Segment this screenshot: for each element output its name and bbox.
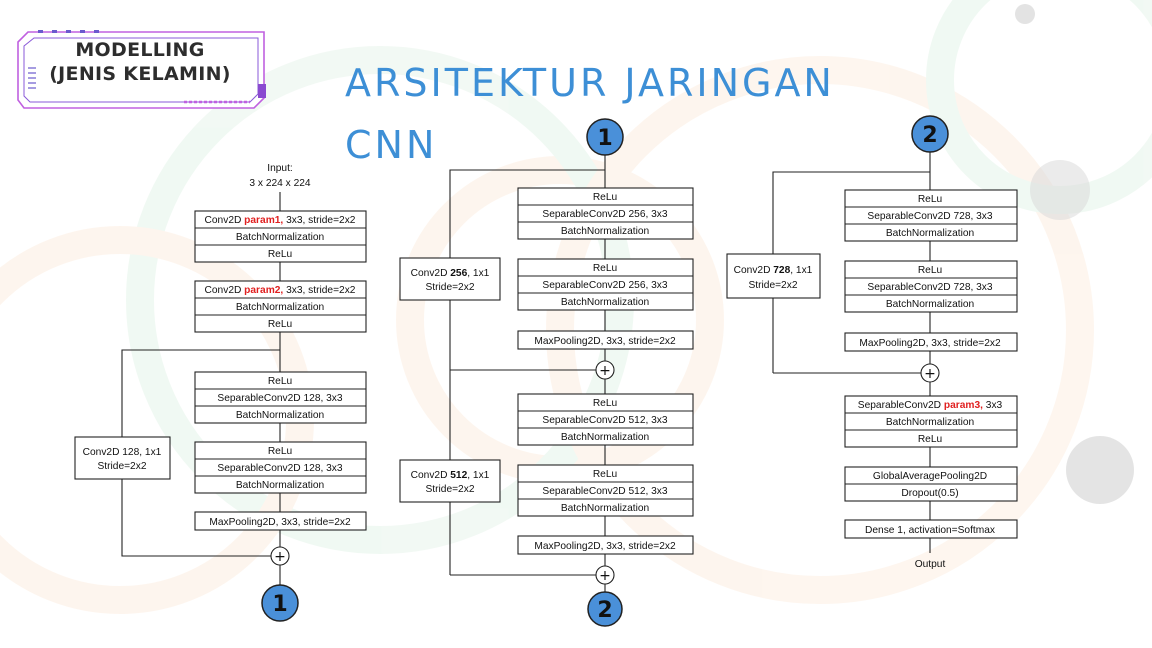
connector-1-in: 1	[586, 118, 624, 156]
maxpool-block: MaxPooling2D, 3x3, stride=2x2	[194, 511, 367, 531]
input-label: Input:	[267, 163, 293, 174]
column-2: 1 Conv2D 256, 1x1 Stride=2x2 ReLu Separa…	[399, 118, 694, 627]
shortcut-stride-label: Stride=2x2	[98, 461, 147, 472]
plus-icon: +	[924, 366, 936, 382]
bn-label: BatchNormalization	[561, 226, 649, 237]
connector-label: 2	[922, 123, 937, 148]
conv1-label: Conv2D param1, 3x3, stride=2x2	[205, 215, 356, 226]
section-badge	[17, 30, 266, 109]
relu-label: ReLu	[918, 265, 942, 276]
connector-1-out: 1	[261, 584, 299, 622]
relu-label: ReLu	[268, 446, 292, 457]
sepconv-block-2: ReLu SeparableConv2D 128, 3x3 BatchNorma…	[194, 441, 367, 494]
bn-label: BatchNormalization	[886, 299, 974, 310]
bn-label: BatchNormalization	[236, 232, 324, 243]
shortcut-conv-label: Conv2D 512, 1x1	[411, 470, 490, 481]
title-line1: ARSITEKTUR JARINGAN	[345, 61, 835, 105]
connector-2-in: 2	[911, 115, 949, 153]
bn-label: BatchNormalization	[236, 302, 324, 313]
input-shape: 3 x 224 x 224	[249, 178, 311, 189]
dense-block: Dense 1, activation=Softmax	[844, 519, 1018, 539]
pooling-dropout-block: GlobalAveragePooling2D Dropout(0.5)	[844, 466, 1018, 502]
shortcut-conv-box: Conv2D 728, 1x1 Stride=2x2	[726, 253, 821, 299]
badge-line1: MODELLING	[75, 39, 205, 61]
bn-label: BatchNormalization	[561, 297, 649, 308]
relu-label: ReLu	[918, 194, 942, 205]
connector-label: 1	[272, 592, 287, 617]
sepconv-label: SeparableConv2D 728, 3x3	[867, 282, 992, 293]
connector-label: 2	[597, 598, 612, 623]
maxpool-label: MaxPooling2D, 3x3, stride=2x2	[534, 541, 676, 552]
maxpool-block: MaxPooling2D, 3x3, stride=2x2	[844, 332, 1018, 352]
sepconv-label: SeparableConv2D 728, 3x3	[867, 211, 992, 222]
maxpool-block-2: MaxPooling2D, 3x3, stride=2x2	[517, 535, 694, 555]
bn-label: BatchNormalization	[886, 228, 974, 239]
conv-block-1: Conv2D param1, 3x3, stride=2x2 BatchNorm…	[194, 210, 367, 263]
maxpool-label: MaxPooling2D, 3x3, stride=2x2	[534, 336, 676, 347]
sepconv-label: SeparableConv2D 512, 3x3	[542, 415, 667, 426]
relu-label: ReLu	[918, 434, 942, 445]
shortcut-conv-label: Conv2D 728, 1x1	[734, 265, 813, 276]
badge-line2: (JENIS KELAMIN)	[49, 63, 231, 85]
sepconv-block-1: ReLu SeparableConv2D 128, 3x3 BatchNorma…	[194, 371, 367, 424]
gap-label: GlobalAveragePooling2D	[873, 471, 987, 482]
shortcut-stride-label: Stride=2x2	[749, 280, 798, 291]
maxpool-block-1: MaxPooling2D, 3x3, stride=2x2	[517, 330, 694, 350]
page-title: ARSITEKTUR JARINGAN CNN	[345, 52, 835, 176]
relu-label: ReLu	[593, 469, 617, 480]
shortcut-conv-label: Conv2D 128, 1x1	[83, 447, 162, 458]
shortcut-conv-label: Conv2D 256, 1x1	[411, 268, 490, 279]
connector-2-out: 2	[587, 591, 623, 627]
sepconv-label: SeparableConv2D 256, 3x3	[542, 209, 667, 220]
column-1: Input: 3 x 224 x 224 Conv2D param1, 3x3,…	[74, 163, 367, 622]
badge-title: MODELLING (JENIS KELAMIN)	[40, 38, 240, 86]
sepconv-label: SeparableConv2D 512, 3x3	[542, 486, 667, 497]
column-3: 2 Conv2D 728, 1x1 Stride=2x2 ReLu Separa…	[726, 115, 1018, 570]
sepconv-block-728-b: ReLu SeparableConv2D 728, 3x3 BatchNorma…	[844, 260, 1018, 313]
relu-label: ReLu	[268, 249, 292, 260]
title-line2: CNN	[345, 123, 438, 167]
connector-label: 1	[597, 126, 612, 151]
sepconv-block-256-a: ReLu SeparableConv2D 256, 3x3 BatchNorma…	[517, 187, 694, 240]
conv2-label: Conv2D param2, 3x3, stride=2x2	[205, 285, 356, 296]
add-node-1: +	[595, 360, 615, 380]
maxpool-label: MaxPooling2D, 3x3, stride=2x2	[209, 517, 351, 528]
shortcut-stride-label: Stride=2x2	[426, 484, 475, 495]
relu-label: ReLu	[268, 319, 292, 330]
relu-label: ReLu	[593, 263, 617, 274]
bn-label: BatchNormalization	[561, 503, 649, 514]
sepconv-param3-block: SeparableConv2D param3, 3x3 BatchNormali…	[844, 395, 1018, 448]
conv-block-2: Conv2D param2, 3x3, stride=2x2 BatchNorm…	[194, 280, 367, 333]
dropout-label: Dropout(0.5)	[901, 488, 958, 499]
bn-label: BatchNormalization	[886, 417, 974, 428]
shortcut-stride-label: Stride=2x2	[426, 282, 475, 293]
sepconv-label: SeparableConv2D 128, 3x3	[217, 393, 342, 404]
shortcut-conv-box-2: Conv2D 512, 1x1 Stride=2x2	[399, 459, 501, 503]
relu-label: ReLu	[593, 192, 617, 203]
sepconv-label: SeparableConv2D 128, 3x3	[217, 463, 342, 474]
add-node: +	[920, 363, 940, 383]
plus-icon: +	[599, 568, 611, 584]
sepconv-block-256-b: ReLu SeparableConv2D 256, 3x3 BatchNorma…	[517, 258, 694, 311]
plus-icon: +	[599, 363, 611, 379]
relu-label: ReLu	[268, 376, 292, 387]
sepconv-block-728-a: ReLu SeparableConv2D 728, 3x3 BatchNorma…	[844, 189, 1018, 242]
bn-label: BatchNormalization	[236, 480, 324, 491]
output-label: Output	[915, 559, 946, 570]
sepconv-label: SeparableConv2D 256, 3x3	[542, 280, 667, 291]
maxpool-label: MaxPooling2D, 3x3, stride=2x2	[859, 338, 1001, 349]
dense-label: Dense 1, activation=Softmax	[865, 525, 995, 536]
sepconv-param3-label: SeparableConv2D param3, 3x3	[858, 400, 1003, 411]
relu-label: ReLu	[593, 398, 617, 409]
shortcut-conv-box-1: Conv2D 256, 1x1 Stride=2x2	[399, 257, 501, 301]
bn-label: BatchNormalization	[236, 410, 324, 421]
shortcut-conv-box: Conv2D 128, 1x1 Stride=2x2	[74, 436, 171, 480]
sepconv-block-512-a: ReLu SeparableConv2D 512, 3x3 BatchNorma…	[517, 393, 694, 446]
plus-icon: +	[274, 549, 286, 565]
add-node-2: +	[595, 565, 615, 585]
sepconv-block-512-b: ReLu SeparableConv2D 512, 3x3 BatchNorma…	[517, 464, 694, 517]
add-node: +	[270, 546, 290, 566]
bn-label: BatchNormalization	[561, 432, 649, 443]
